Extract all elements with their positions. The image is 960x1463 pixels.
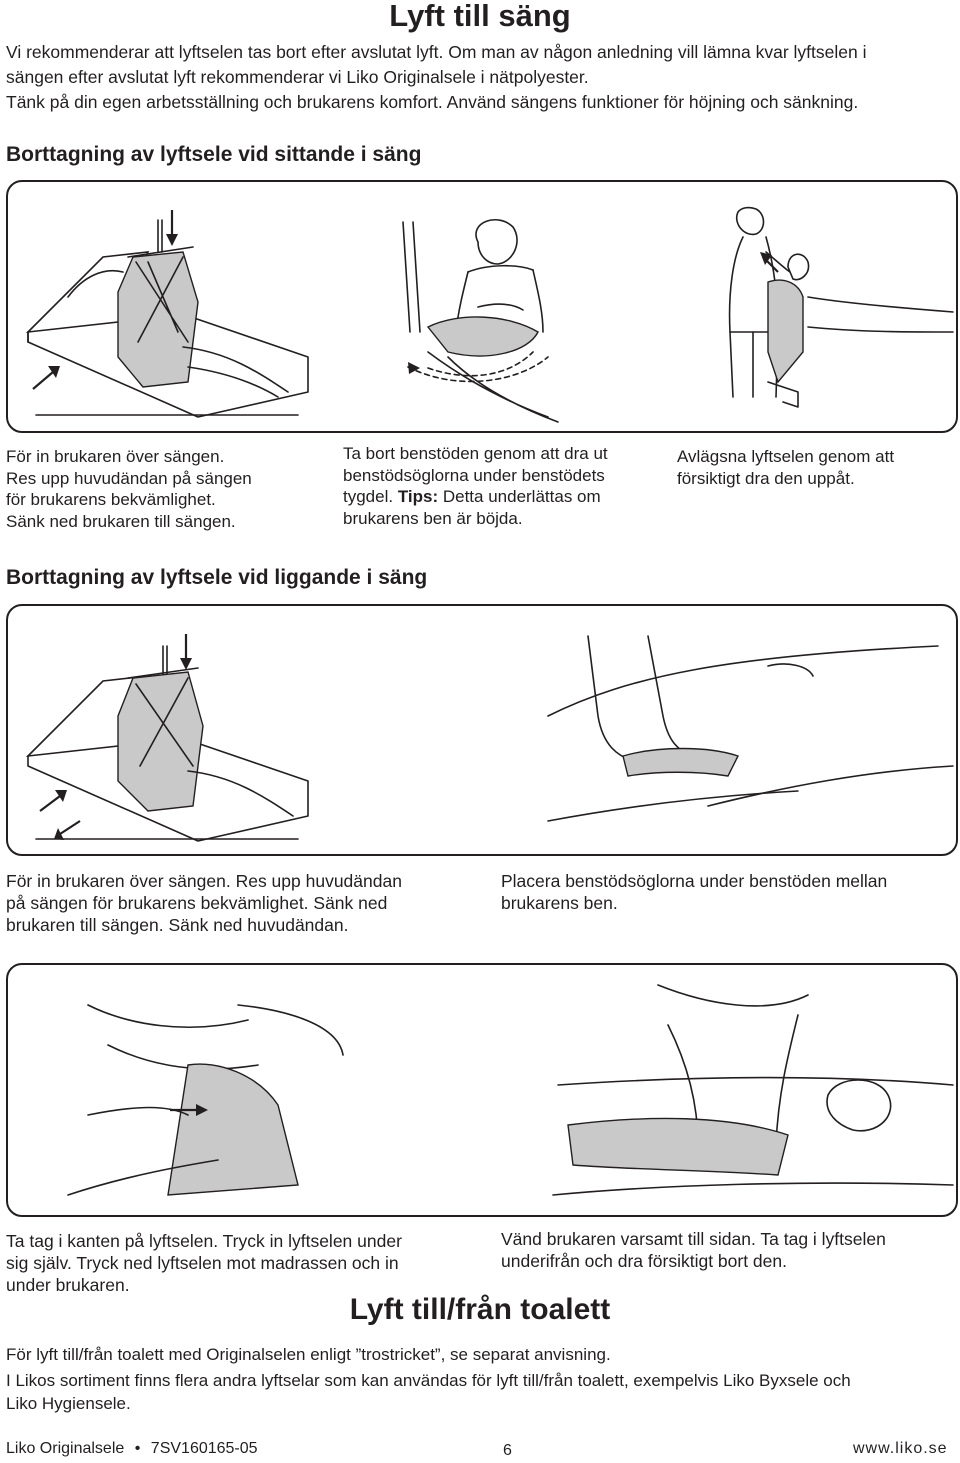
sling-lowering-figure-1 — [25, 210, 309, 418]
caption-lying-1: För in brukaren över sängen. Res upp huv… — [6, 871, 402, 935]
illustration-panel-turning — [6, 963, 958, 1217]
sling-leg-removal-figure-2 — [402, 218, 559, 423]
intro-line-2: sängen efter avslutat lyft rekommenderar… — [6, 67, 589, 87]
tuck-sling-figure — [67, 1004, 344, 1196]
page-title: Lyft till säng — [389, 0, 571, 33]
toilet-paragraph-2: I Likos sortiment finns flera andra lyft… — [6, 1371, 851, 1413]
turn-patient-figure — [552, 984, 954, 1196]
section-heading-lying: Borttagning av lyftsele vid liggande i s… — [6, 566, 428, 589]
footer-website-link[interactable]: www.liko.se — [853, 1440, 948, 1457]
toilet-paragraph-1: För lyft till/från toalett med Originals… — [6, 1345, 611, 1364]
leg-loops-placement-figure — [547, 635, 954, 822]
caption-turn-1: Ta tag i kanten på lyftselen. Tryck in l… — [6, 1231, 402, 1295]
toilet-heading: Lyft till/från toalett — [349, 1293, 611, 1326]
footer-product: Liko Originalsele • 7SV160165-05 — [6, 1440, 258, 1457]
illustration-panel-lying — [6, 604, 958, 856]
caption-sitting-1: För in brukaren över sängen. Res upp huv… — [6, 447, 252, 531]
lying-illustrations-icon — [25, 634, 954, 842]
turning-illustrations-icon — [67, 984, 954, 1196]
intro-line-1: Vi rekommenderar att lyftselen tas bort … — [6, 42, 867, 62]
caption-sitting-3: Avlägsna lyftselen genom att försiktigt … — [677, 447, 895, 488]
caption-lying-2: Placera benstödsöglorna under benstöden … — [501, 871, 888, 913]
sling-removal-upward-figure-3 — [728, 206, 954, 408]
intro-text: Vi rekommenderar att lyftselen tas bort … — [6, 40, 951, 115]
page-number: 6 — [503, 1442, 512, 1459]
section-heading-sitting: Borttagning av lyftsele vid sittande i s… — [6, 143, 422, 166]
sling-lowering-lying-figure — [25, 634, 309, 842]
intro-line-3: Tänk på din egen arbetsställning och bru… — [6, 92, 859, 112]
caption-turn-2: Vänd brukaren varsamt till sidan. Ta tag… — [501, 1229, 886, 1271]
sitting-illustrations-icon — [25, 206, 954, 423]
illustration-panel-sitting — [6, 180, 958, 433]
caption-sitting-2: Ta bort benstöden genom att dra ut benst… — [343, 444, 608, 528]
